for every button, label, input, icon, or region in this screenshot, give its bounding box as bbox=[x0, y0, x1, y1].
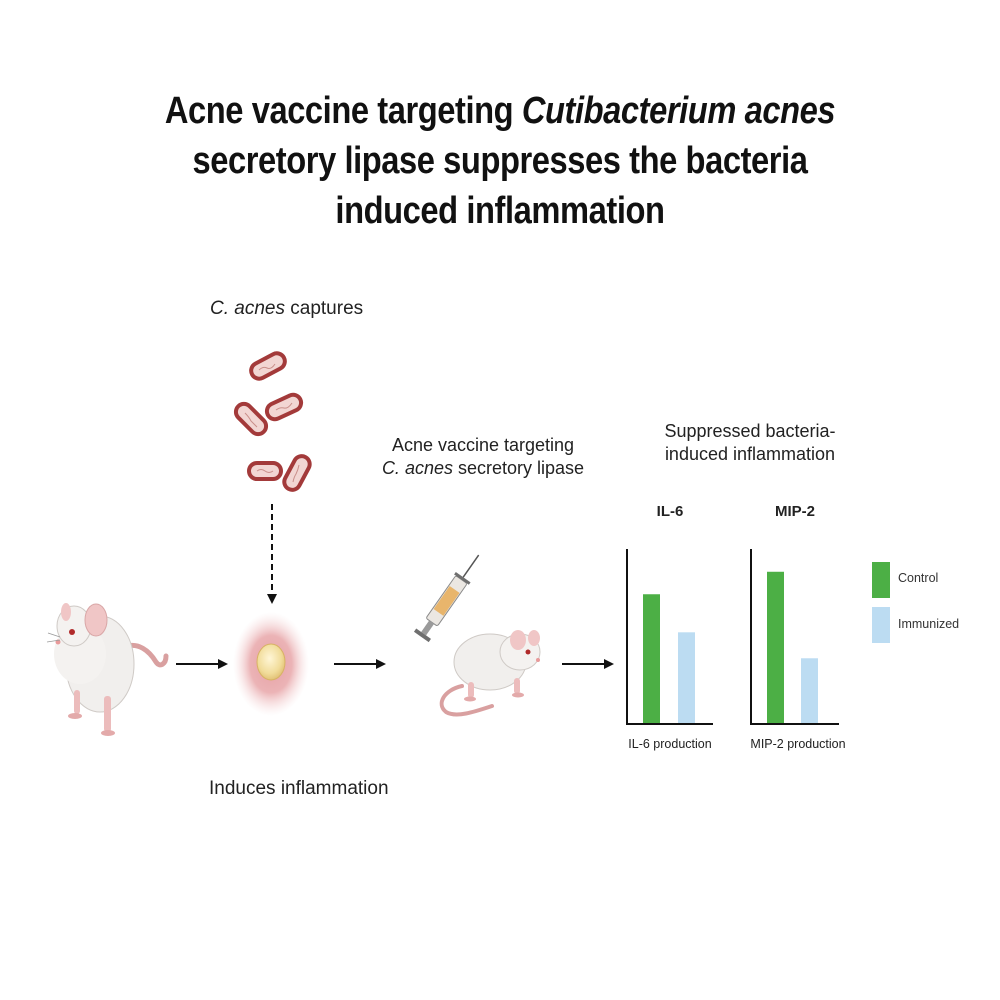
chart-xlabel-il6: IL-6 production bbox=[628, 737, 712, 751]
inflamed-pimple-icon bbox=[233, 612, 309, 716]
mouse-with-syringe-icon bbox=[413, 554, 541, 717]
title-line-1-text: Acne vaccine targeting bbox=[164, 90, 522, 132]
page-title: Acne vaccine targeting Cutibacterium acn… bbox=[70, 86, 930, 236]
il6-bar-chart bbox=[626, 549, 713, 725]
chart-xlabel-mip2: MIP-2 production bbox=[750, 737, 846, 751]
vaccine-label-line-2: secretory lipase bbox=[452, 458, 585, 478]
captures-label: C. acnes captures bbox=[210, 298, 363, 320]
rod-bacteria-icon bbox=[233, 351, 312, 492]
chart-title-il6: IL-6 bbox=[656, 503, 684, 520]
bar-control bbox=[767, 571, 784, 724]
title-line-1-italic: Cutibacterium acnes bbox=[521, 90, 836, 132]
bar-immunized bbox=[801, 658, 818, 724]
title-line-2: secretory lipase suppresses the bacteria bbox=[192, 140, 808, 182]
chart-title-mip2: MIP-2 bbox=[774, 503, 815, 520]
vaccine-label-line-1: Acne vaccine targeting bbox=[391, 435, 575, 455]
white-mouse-icon bbox=[46, 603, 169, 736]
legend-label-immunized: Immunized bbox=[898, 617, 960, 631]
title-line-3: induced inflammation bbox=[335, 190, 665, 232]
vaccine-label-italic: C. acnes bbox=[381, 458, 453, 478]
legend-swatch-immunized bbox=[872, 607, 890, 643]
bar-control bbox=[643, 594, 660, 724]
title-line-1: Acne vaccine targeting Cutibacterium acn… bbox=[70, 86, 930, 136]
bar-immunized bbox=[678, 632, 695, 724]
suppressed-label: Suppressed bacteria- induced inflammatio… bbox=[650, 420, 850, 466]
mip2-bar-chart bbox=[750, 549, 839, 725]
legend-label-control: Control bbox=[898, 571, 939, 585]
suppressed-label-line-2: induced inflammation bbox=[664, 444, 836, 464]
vaccine-label: Acne vaccine targeting C. acnes secretor… bbox=[378, 434, 588, 480]
chart-axes bbox=[626, 549, 713, 725]
captures-label-italic: C. acnes bbox=[210, 298, 285, 319]
legend-swatch-control bbox=[872, 562, 890, 598]
suppressed-label-line-1: Suppressed bacteria- bbox=[664, 421, 836, 441]
captures-label-rest: captures bbox=[284, 298, 364, 319]
induces-inflammation-label: Induces inflammation bbox=[209, 778, 389, 799]
chart-axes bbox=[750, 549, 839, 725]
